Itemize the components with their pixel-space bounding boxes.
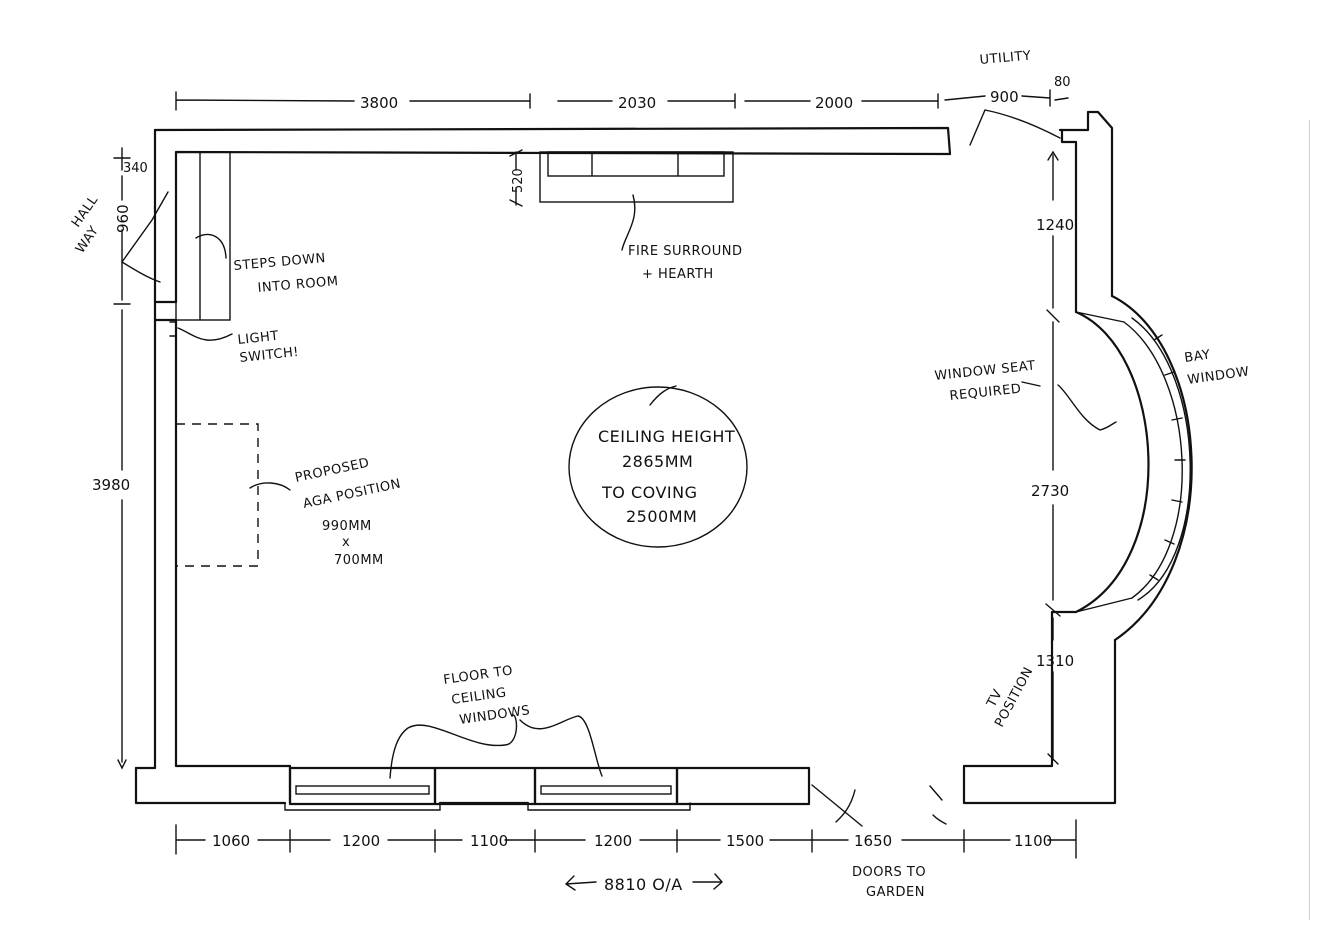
fire-label-1: FIRE SURROUND <box>628 244 743 259</box>
aga-label-4: x <box>342 535 350 550</box>
bottom-wall <box>134 764 292 805</box>
dim-utility-door: 900 <box>990 88 1019 106</box>
light-label-2: SWITCH! <box>239 345 300 366</box>
ceiling-label-1: CEILING HEIGHT <box>598 427 735 446</box>
window-seat-label-1: WINDOW SEAT <box>934 358 1036 384</box>
light-switch <box>169 321 233 341</box>
dim-bottom-2: 1200 <box>342 832 380 850</box>
doors-label-2: GARDEN <box>866 885 925 900</box>
dim-hall-top: 340 <box>123 161 148 176</box>
dim-top-1: 3800 <box>360 94 398 112</box>
dimension-labels: 3800 2030 2000 900 80 340 960 3980 520 1… <box>92 75 1074 894</box>
dim-hall-door: 960 <box>114 204 132 233</box>
garden-door-swing <box>811 784 943 827</box>
bay-window <box>1050 310 1150 654</box>
bay-label-2: WINDOW <box>1186 364 1250 388</box>
page-edge-line <box>1309 120 1310 920</box>
aga-outline <box>176 423 259 567</box>
fire-surround <box>539 151 734 251</box>
windows-label-2: CEILING <box>450 685 507 708</box>
dimension-lines <box>113 89 1077 891</box>
dim-top-3: 2000 <box>815 94 853 112</box>
light-label-1: LIGHT <box>237 329 280 348</box>
aga-label-1: PROPOSED <box>294 456 371 486</box>
dim-overall: 8810 O/A <box>604 875 683 894</box>
ceiling-label-3: TO COVING <box>601 483 697 502</box>
right-wall <box>1058 110 1114 298</box>
hall-door-swing <box>121 191 169 283</box>
dim-bottom-7: 1100 <box>1014 832 1052 850</box>
dim-bottom-5: 1500 <box>726 832 764 850</box>
windows-label-3: WINDOWS <box>458 703 531 728</box>
ceiling-label-2: 2865MM <box>622 452 693 471</box>
utility-door-swing <box>969 109 1061 146</box>
ceiling-circle <box>568 386 748 548</box>
hallway-label-1: HALL <box>69 193 102 231</box>
aga-label-3: 990MM <box>322 519 372 534</box>
aga-label-2: AGA POSITION <box>302 477 403 512</box>
dim-right-3: 1310 <box>1036 652 1074 670</box>
bay-label-1: BAY <box>1183 347 1211 366</box>
utility-label: UTILITY <box>979 49 1032 68</box>
steps-label-2: INTO ROOM <box>257 274 339 296</box>
steps-label-1: STEPS DOWN <box>233 251 326 274</box>
dim-right-2: 2730 <box>1031 482 1069 500</box>
fire-label-2: + HEARTH <box>642 267 714 282</box>
dim-right-1: 1240 <box>1036 216 1074 234</box>
steps <box>175 151 231 321</box>
dim-fire-depth: 520 <box>511 168 526 193</box>
doors-label-1: DOORS TO <box>852 865 926 880</box>
dim-bottom-3: 1100 <box>470 832 508 850</box>
top-wall <box>153 126 952 304</box>
dim-top-2: 2030 <box>618 94 656 112</box>
dim-bottom-4: 1200 <box>594 832 632 850</box>
dim-left-wall: 3980 <box>92 476 130 494</box>
windows-label-1: FLOOR TO <box>442 663 513 688</box>
dim-utility-wall: 80 <box>1054 75 1071 90</box>
aga-label-5: 700MM <box>334 553 384 568</box>
dim-bottom-1: 1060 <box>212 832 250 850</box>
dim-bottom-6: 1650 <box>854 832 892 850</box>
left-wall <box>134 300 292 770</box>
annotations: UTILITY HALL WAY STEPS DOWN INTO ROOM LI… <box>69 49 1250 900</box>
ceiling-label-4: 2500MM <box>626 507 697 526</box>
window-seat-label-2: REQUIRED <box>949 382 1022 404</box>
